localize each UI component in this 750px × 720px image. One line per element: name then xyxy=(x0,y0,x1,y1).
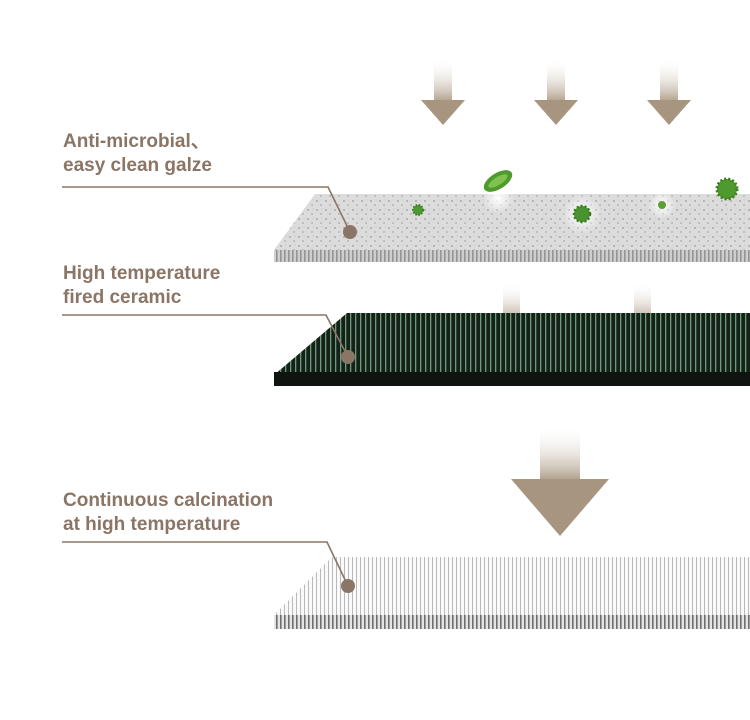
ceramic-label-line-2: fired ceramic xyxy=(63,287,182,308)
calcined-layer-slab xyxy=(274,557,750,629)
microbe-icon xyxy=(412,204,424,216)
ceramic-label-line-1: High temperature xyxy=(63,263,221,284)
pointer-dot-icon xyxy=(341,579,355,593)
bacterium-icon xyxy=(483,170,513,192)
microbe-icon xyxy=(572,204,592,224)
down-arrow-icon xyxy=(421,58,465,125)
leader-line-ceramic xyxy=(62,314,355,364)
leader-line-glaze xyxy=(62,186,357,239)
glaze-label-line-2: easy clean galze xyxy=(63,155,212,176)
microbe-icon xyxy=(715,177,739,201)
ceramic-layer-slab xyxy=(274,313,750,386)
glaze-label-line-1: Anti-microbial、 xyxy=(63,131,210,152)
pointer-dot-icon xyxy=(343,225,357,239)
down-arrow-icon xyxy=(534,58,578,125)
down-arrow-icon xyxy=(647,58,691,125)
glaze-layer-label: Anti-microbial、 easy clean galze xyxy=(63,130,212,178)
calcination-layer-label: Continuous calcination at high temperatu… xyxy=(63,489,273,537)
calcination-label-line-1: Continuous calcination xyxy=(63,490,274,511)
calcination-label-line-2: at high temperature xyxy=(63,514,241,535)
ceramic-layer-label: High temperature fired ceramic xyxy=(63,262,220,310)
microbe-icon xyxy=(658,201,666,209)
pointer-dot-icon xyxy=(341,350,355,364)
leader-line-calcination xyxy=(62,541,355,593)
down-arrow-icon xyxy=(511,425,609,536)
